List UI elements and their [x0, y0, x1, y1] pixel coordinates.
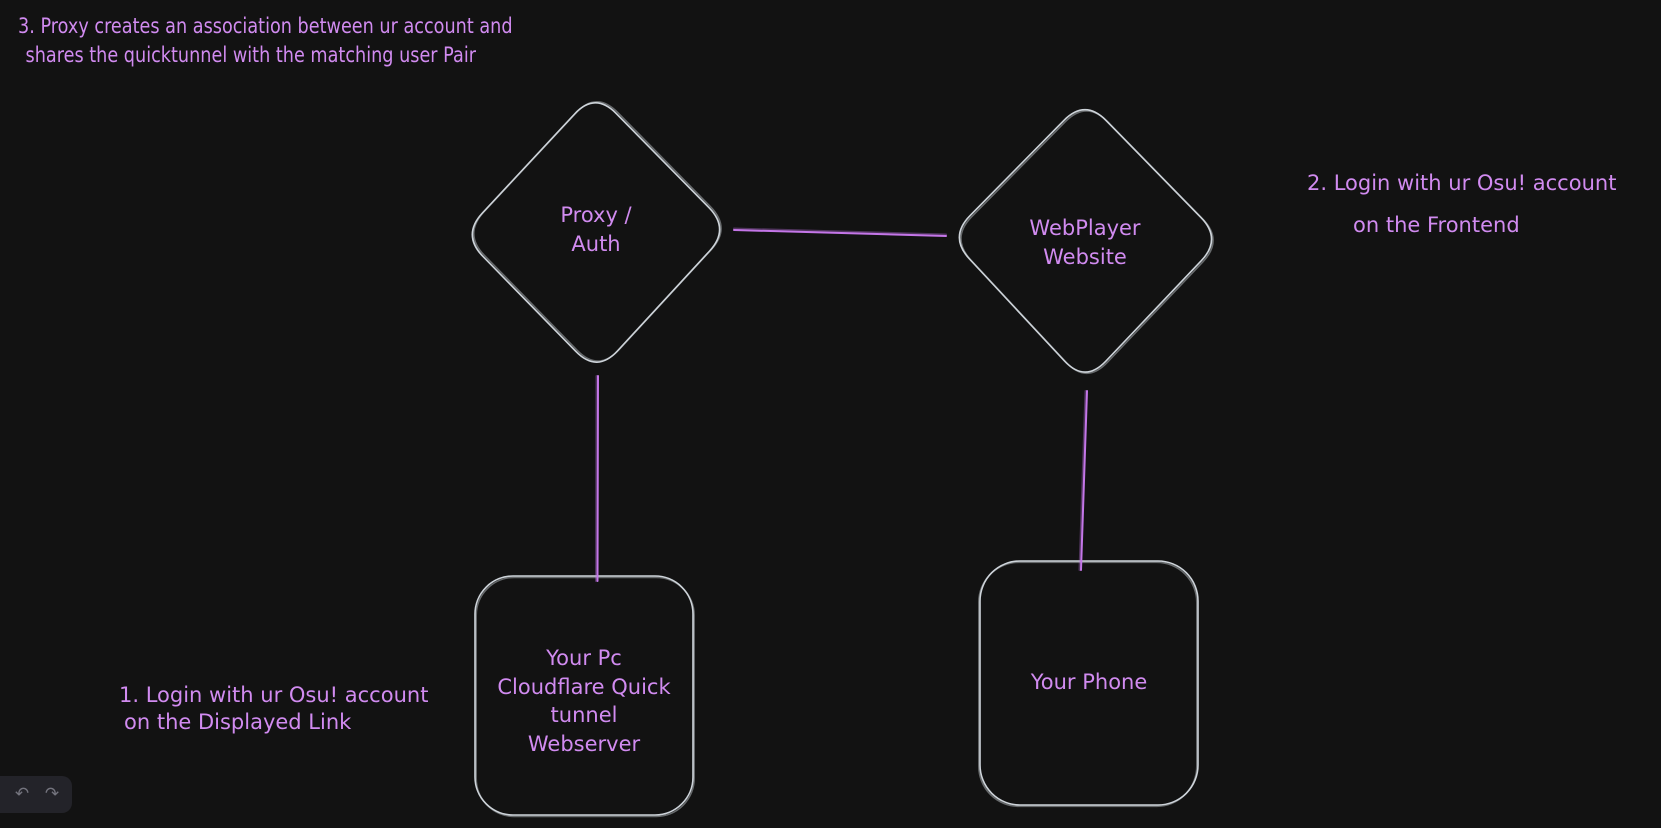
- connector-webplayer-to-phone[interactable]: [1078, 390, 1088, 571]
- connector-webplayer-phone-line[interactable]: [1080, 390, 1088, 571]
- pc-webserver-rectangle-outline[interactable]: [474, 575, 694, 816]
- connector-proxy-webplayer-line[interactable]: [733, 229, 947, 237]
- shape-webplayer-diamond[interactable]: [958, 108, 1214, 375]
- redo-button[interactable]: ↷: [38, 778, 66, 810]
- label-phone-line1: Your Phone: [1030, 670, 1148, 694]
- shape-proxy-auth-diamond[interactable]: [471, 100, 722, 363]
- connector-proxy-webplayer-echo: [733, 227, 947, 236]
- note-step2-line2[interactable]: on the Frontend: [1353, 213, 1520, 237]
- undo-button[interactable]: ↶: [8, 778, 36, 810]
- note-step3[interactable]: 3. Proxy creates an association between …: [18, 12, 513, 70]
- label-webplayer-line2: Website: [1043, 245, 1127, 269]
- label-phone[interactable]: Your Phone: [969, 668, 1209, 697]
- undo-redo-toolbar: ↶ ↷: [0, 776, 72, 813]
- shape-phone-rectangle[interactable]: [977, 560, 1199, 808]
- label-proxy-auth[interactable]: Proxy / Auth: [476, 201, 716, 259]
- webplayer-diamond-outline[interactable]: [958, 108, 1213, 373]
- label-webplayer[interactable]: WebPlayer Website: [965, 214, 1205, 272]
- note-step1[interactable]: 1. Login with ur Osu! account on the Dis…: [119, 682, 428, 736]
- shape-pc-webserver-rectangle[interactable]: [474, 575, 696, 818]
- label-pc-webserver-line2: Cloudflare Quick: [497, 674, 671, 699]
- label-pc-webserver-line4: Webserver: [527, 731, 641, 756]
- connector-proxy-pc-line[interactable]: [596, 375, 599, 582]
- note-step2-line1[interactable]: 2. Login with ur Osu! account: [1307, 171, 1617, 195]
- redo-icon: ↷: [44, 784, 60, 804]
- note-step3-line2[interactable]: shares the quicktunnel with the matching…: [25, 43, 476, 67]
- connector-webplayer-phone-echo: [1078, 390, 1087, 571]
- label-pc-webserver[interactable]: Your Pc Cloudflare Quick tunnel Webserve…: [464, 644, 704, 758]
- label-proxy-auth-line1: Proxy /: [560, 203, 632, 227]
- phone-rectangle-echo-stroke: [977, 561, 1198, 808]
- label-pc-webserver-line1: Your Pc: [546, 646, 622, 670]
- pc-webserver-rectangle-echo-stroke: [475, 576, 696, 818]
- connector-proxy-pc-echo: [595, 375, 598, 582]
- proxy-auth-diamond-outline[interactable]: [471, 102, 721, 363]
- note-step1-line2[interactable]: on the Displayed Link: [124, 710, 352, 734]
- connector-proxy-to-webplayer[interactable]: [733, 227, 947, 237]
- note-step1-line1[interactable]: 1. Login with ur Osu! account: [119, 683, 429, 707]
- label-webplayer-line1: WebPlayer: [1029, 216, 1141, 240]
- phone-rectangle-outline[interactable]: [979, 560, 1199, 806]
- label-pc-webserver-line3: tunnel: [550, 703, 618, 727]
- connector-proxy-to-pc[interactable]: [595, 375, 599, 582]
- undo-icon: ↶: [14, 784, 30, 804]
- label-proxy-auth-line2: Auth: [571, 232, 621, 256]
- note-step3-line1[interactable]: 3. Proxy creates an association between …: [18, 14, 513, 38]
